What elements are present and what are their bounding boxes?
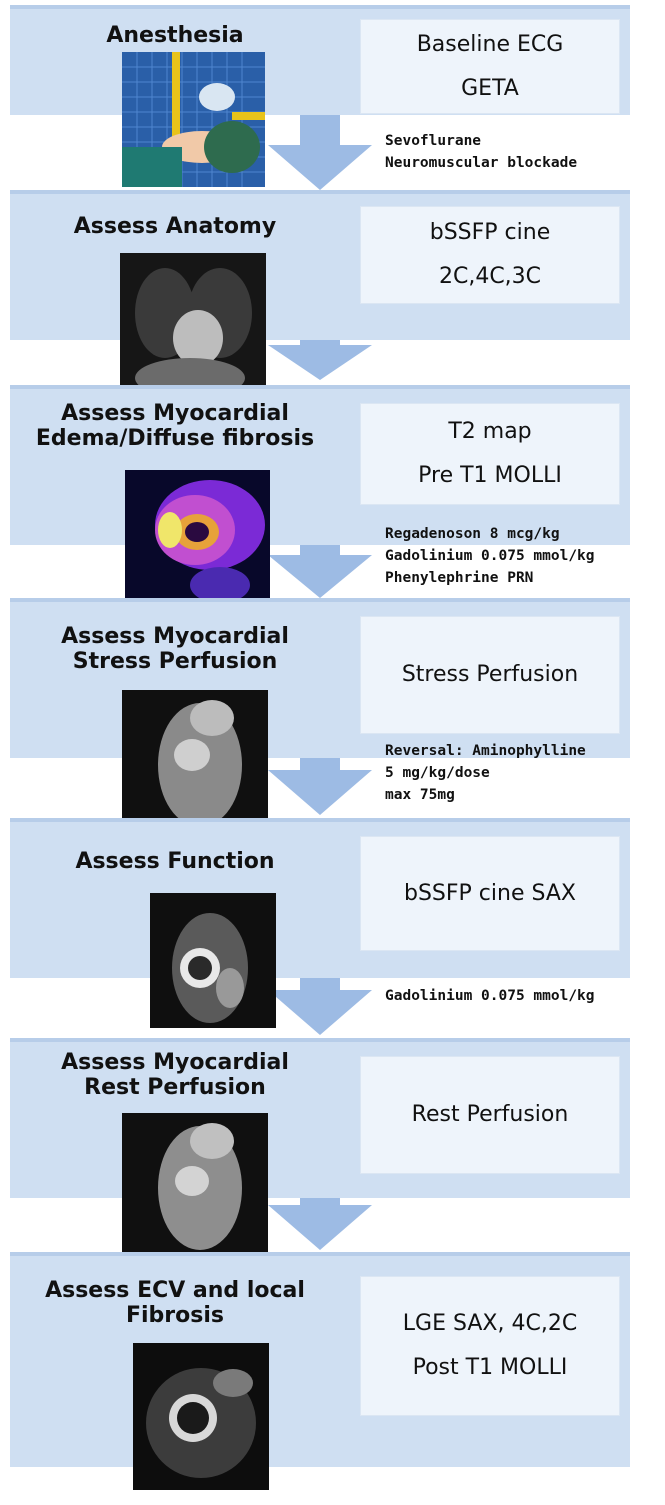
drug-list: Regadenoson 8 mcg/kg Gadolinium 0.075 mm… [385,523,595,589]
protocol-line: GETA [461,75,519,101]
mri-image [122,1113,268,1253]
drug-line: Gadolinium 0.075 mmol/kg [385,548,595,564]
protocol-line: 2C,4C,3C [438,264,542,289]
protocol-box: bSSFP cine 2C,4C,3C [360,206,620,304]
protocol-line: Rest Perfusion [411,1102,569,1127]
flow-arrow-5 [268,975,372,1035]
cine-sax-mri [150,893,276,1028]
stage-anesthesia: Anesthesia Baseline ECG GETA [10,5,630,115]
protocol-box: bSSFP cine SAX [360,836,620,951]
stage-title: Assess Anatomy [73,214,277,239]
protocol-box: Rest Perfusion [360,1056,620,1174]
stage-title: Assess Myocardial Stress Perfusion [61,624,289,674]
protocol-box: T2 map Pre T1 MOLLI [360,403,620,505]
drug-line: 5 mg/kg/dose [385,765,490,781]
drug-line: max 75mg [385,787,455,803]
anesthesia-icon [122,52,265,187]
protocol-box: Baseline ECG GETA [360,19,620,114]
mri-image [122,690,268,830]
chest-mri-coronal [120,253,266,391]
stress-perfusion-mri [122,690,268,830]
flow-arrow-4 [268,755,372,815]
protocol-line: bSSFP cine [429,220,551,245]
mri-image [133,1343,269,1490]
protocol-box: LGE SAX, 4C,2C Post T1 MOLLI [360,1276,620,1416]
lge-sax-mri [133,1343,269,1490]
stage-title: Anesthesia [106,23,244,48]
stage-title: Assess Myocardial Rest Perfusion [61,1050,289,1100]
mri-image [150,893,276,1028]
anesthesia-illustration [122,52,265,187]
stage-edema: Assess Myocardial Edema/Diffuse fibrosis… [10,385,630,545]
drug-line: Neuromuscular blockade [385,155,578,171]
stage-title: Assess ECV and local Fibrosis [45,1278,305,1328]
drug-line: Phenylephrine PRN [385,570,534,586]
protocol-line: Pre T1 MOLLI [418,463,562,488]
protocol-line: Stress Perfusion [401,662,579,687]
drug-list: Gadolinium 0.075 mmol/kg [385,985,595,1007]
drug-line: Reversal: Aminophylline [385,743,586,759]
drug-line: Regadenoson 8 mcg/kg [385,526,560,542]
protocol-line: bSSFP cine SAX [404,880,576,906]
stage-anatomy: Assess Anatomy bSSFP cine 2C,4C,3C [10,190,630,340]
color-map-image [155,480,265,603]
protocol-line: Post T1 MOLLI [412,1355,568,1380]
stage-title: Assess Function [75,849,275,874]
stage-function: Assess Function bSSFP cine SAX [10,818,630,978]
mri-image [120,253,266,391]
flow-arrow-1 [268,110,372,190]
drug-line: Gadolinium 0.075 mmol/kg [385,988,595,1004]
protocol-box: Stress Perfusion [360,616,620,734]
flow-arrow-6 [268,1195,372,1250]
stage-stress-perfusion: Assess Myocardial Stress Perfusion Stres… [10,598,630,758]
protocol-line: T2 map [448,419,532,444]
flow-arrow-3 [268,530,372,598]
protocol-line: LGE SAX, 4C,2C [402,1311,578,1336]
stage-ecv-fibrosis: Assess ECV and local Fibrosis LGE SAX, 4… [10,1252,630,1467]
drug-list: Sevoflurane Neuromuscular blockade [385,130,577,174]
rest-perfusion-mri [122,1113,268,1253]
drug-line: Sevoflurane [385,133,482,149]
flow-arrow-2 [268,335,372,380]
t1-map-color [125,470,270,613]
stage-rest-perfusion: Assess Myocardial Rest Perfusion Rest Pe… [10,1038,630,1198]
stage-title: Assess Myocardial Edema/Diffuse fibrosis [35,401,315,451]
protocol-line: Baseline ECG [416,31,564,57]
drug-list: Reversal: Aminophylline 5 mg/kg/dose max… [385,740,586,806]
